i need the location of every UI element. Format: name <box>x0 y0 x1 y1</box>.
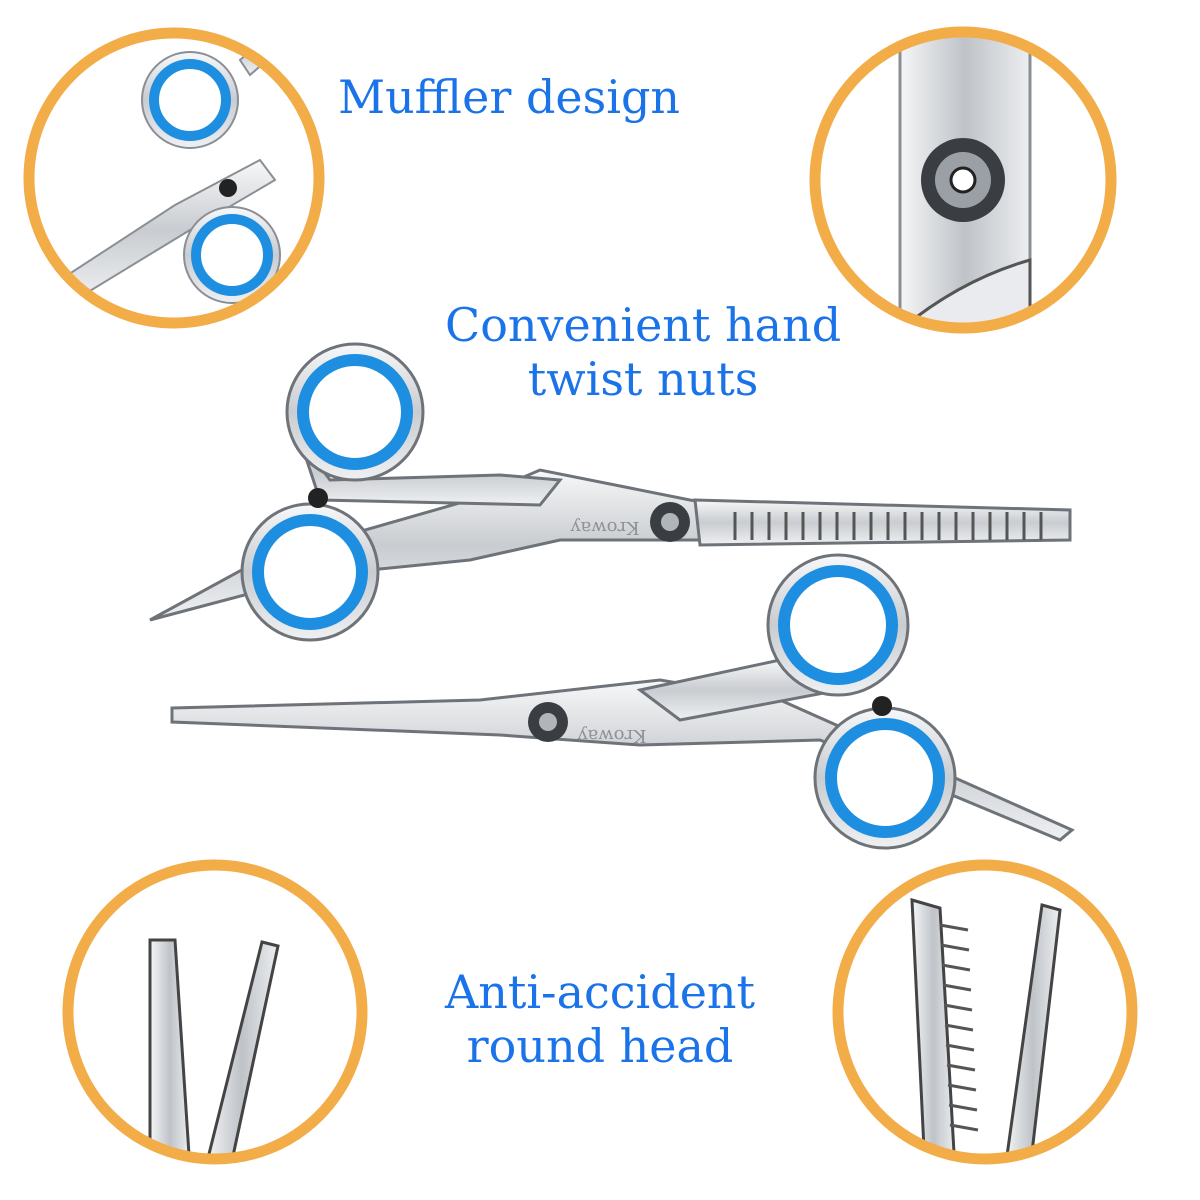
nuts-line-1: Convenient hand <box>445 298 842 352</box>
screw-detail-icon <box>809 26 1117 334</box>
muffler-detail-icon <box>23 27 325 329</box>
round-line-1: Anti-accident <box>445 965 756 1019</box>
round-line-2: round head <box>466 1019 734 1074</box>
nuts-line-2: twist nuts <box>527 352 759 407</box>
hair-cutting-scissors-icon <box>170 553 1075 850</box>
blade-tip-detail-icon <box>62 859 368 1165</box>
muffler-text: Muffler design <box>338 70 681 124</box>
muffler-design-label: Muffler design <box>338 70 680 124</box>
thinning-teeth-detail-icon <box>832 859 1138 1165</box>
brand-engraving-lower: Kroway <box>577 725 647 746</box>
hand-twist-nuts-label: Convenient hand twist nuts <box>445 298 841 407</box>
round-head-label: Anti-accident round head <box>445 965 755 1074</box>
thinning-scissors-icon <box>149 342 1072 642</box>
brand-engraving-upper: Kroway <box>570 517 640 538</box>
